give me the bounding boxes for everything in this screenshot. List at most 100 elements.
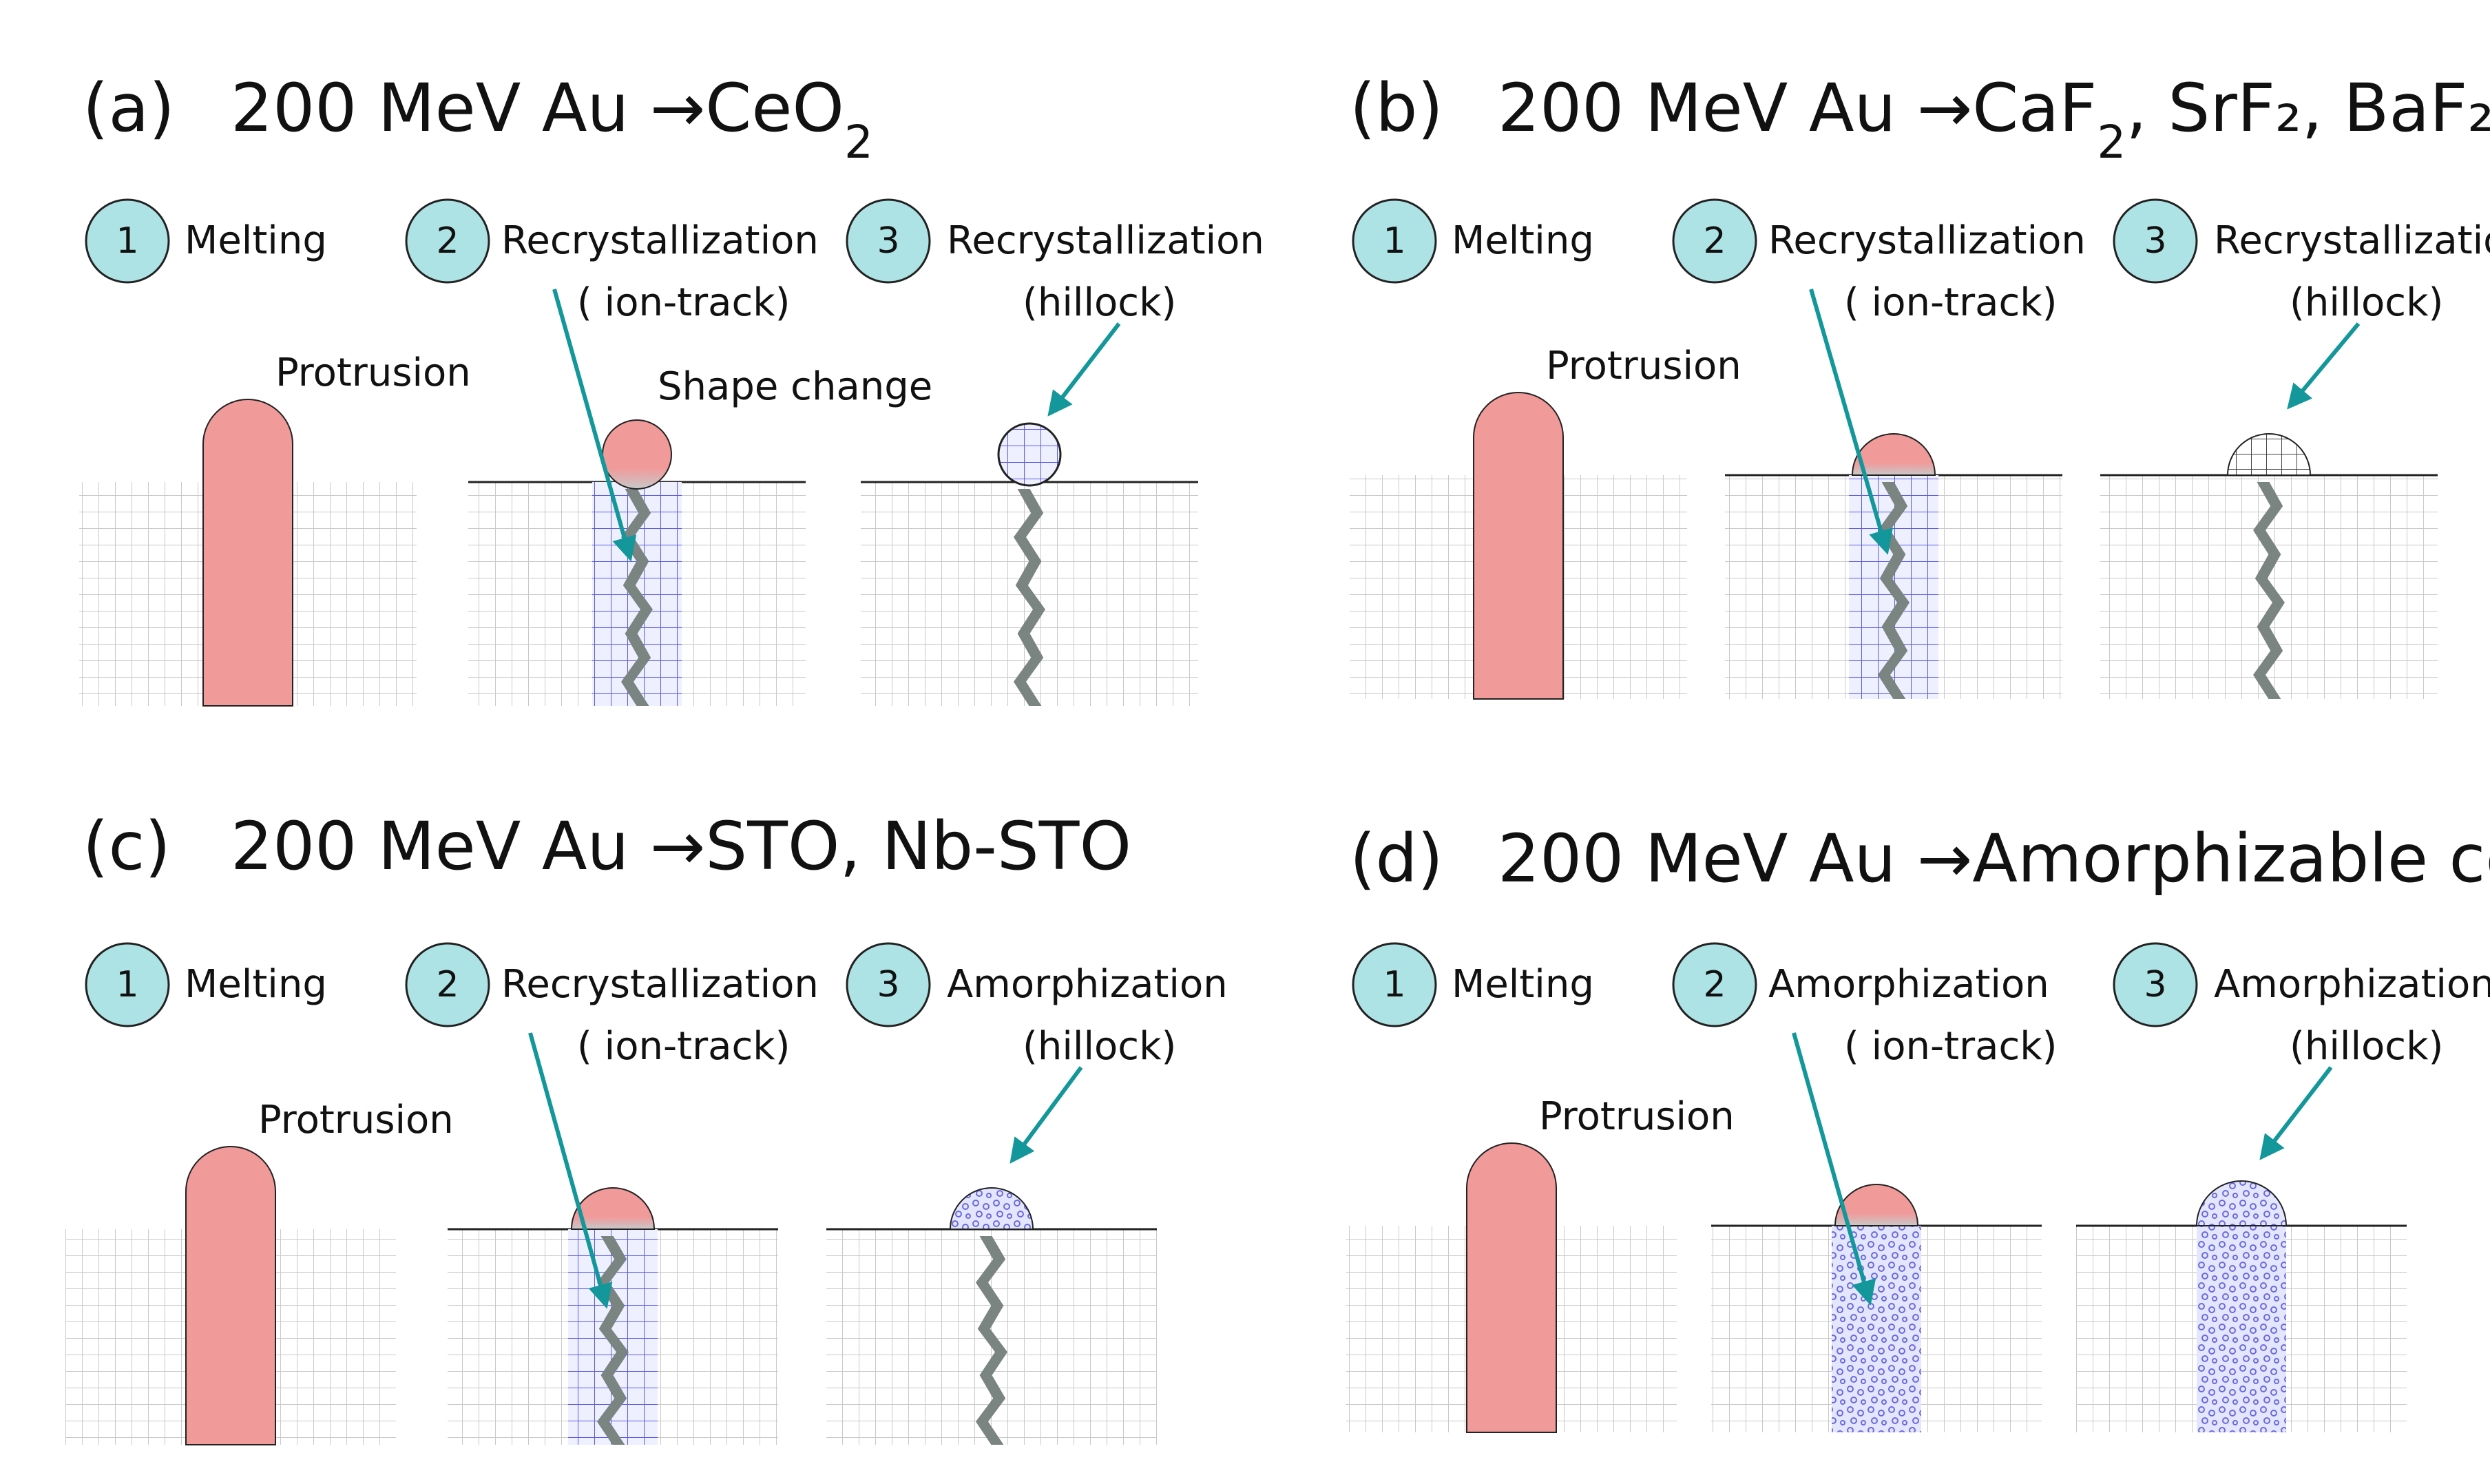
step-label: Recrystallization [1768,218,2086,263]
step-label: Recrystallization [501,962,819,1007]
protrusion-label: Protrusion [258,1098,454,1142]
block-1: Protrusion [1346,1094,1735,1433]
panel-b: (b) 200 MeV Au →CaF2, SrF₂, BaF₂ 1 Melting 2… [1350,70,2490,700]
hillock [997,422,1062,487]
step-badge [1672,942,1757,1027]
block-3 [2076,1180,2407,1432]
step-sublabel: (hillock) [1023,280,1176,325]
step-number: 3 [877,220,899,262]
arrow-ion-track [552,289,637,562]
melt-hillock [1851,433,1936,476]
melt-column [1466,1142,1557,1433]
block-1: Protrusion [1350,344,1741,700]
step-label: Recrystallization [501,218,819,263]
step-label: Melting [185,218,327,263]
step-label: Amorphization [947,962,1228,1007]
step-badge [846,198,931,284]
step-sublabel: (hillock) [2290,1024,2443,1069]
block-2: Shape change [468,364,932,706]
step-3: 3 Amorphization (hillock) [846,942,1228,1069]
step-number: 1 [1383,964,1405,1005]
step-label: Amorphization [1768,962,2049,1007]
arrow-hillock [2287,322,2361,410]
hillock [2226,433,2312,476]
step-label: Melting [1452,962,1594,1007]
ion-track-region [1832,1226,1921,1432]
arrow-hillock [1009,1066,1083,1164]
block-2 [448,1187,778,1445]
step-label: Recrystallization [2214,218,2490,263]
melt-hillock [1834,1184,1919,1226]
panel-letter-d: (d) [1350,820,1443,897]
block-3 [826,1187,1157,1445]
title-subscript: 2 [844,116,873,169]
melt-hillock [570,1187,656,1230]
title-tail: , SrF₂, BaF₂ [2126,70,2490,147]
shape-change-label: Shape change [658,364,932,409]
step-number: 3 [877,964,899,1005]
step-number: 3 [2144,220,2166,262]
step-sublabel: (hillock) [1023,1024,1176,1069]
step-number: 2 [1703,220,1726,262]
melt-column [185,1146,276,1445]
step-1: 1 Melting [1352,942,1594,1027]
protrusion-label: Protrusion [1539,1094,1735,1139]
panel-d: (d) 200 MeV Au →Amorphizable ceramics 1 Mel… [1346,820,2490,1433]
step-badge [1352,198,1437,284]
step-2: 2 Recrystallization ( ion-track) [1672,198,2086,325]
amorphous-track [2197,1226,2286,1432]
step-number: 1 [116,964,138,1005]
panel-title-b: 200 MeV Au →CaF2, SrF₂, BaF₂ [1498,70,2490,169]
protrusion-label: Protrusion [275,351,471,395]
block-2 [1725,433,2062,699]
step-badge [405,942,490,1027]
hillock [949,1187,1034,1230]
step-number: 2 [436,220,459,262]
arrow-ion-track [1792,1032,1876,1306]
block-1: Protrusion [65,1098,454,1445]
ion-track [2253,482,2285,699]
step-number: 3 [2144,964,2166,1005]
panel-letter-c: (c) [83,808,171,885]
step-badge [2113,198,2198,284]
title-subscript: 2 [2097,116,2126,169]
step-sublabel: ( ion-track) [1844,280,2058,325]
step-label: Amorphization [2214,962,2490,1007]
step-number: 2 [1703,964,1726,1005]
step-number: 2 [436,964,459,1005]
block-1: Protrusion [79,351,471,707]
step-badge [85,198,170,284]
step-badge [1352,942,1437,1027]
step-badge [405,198,490,284]
melt-droplet [602,419,672,490]
step-3: 3 Amorphization (hillock) [2113,942,2490,1069]
protrusion-label: Protrusion [1546,344,1741,388]
melt-column [202,399,293,707]
step-badge [846,942,931,1027]
step-3: 3 Recrystallization (hillock) [846,198,1264,325]
step-label: Recrystallization [947,218,1264,263]
step-number: 1 [1383,220,1405,262]
ion-track [976,1236,1007,1445]
panel-letter-a: (a) [83,70,175,147]
step-label: Melting [185,962,327,1007]
melt-column [1473,392,1564,700]
arrow-ion-track [1809,289,1893,555]
step-label: Melting [1452,218,1594,263]
hillock [2195,1180,2288,1226]
panel-title-a: 200 MeV Au →CeO2 [231,70,873,169]
panel-letter-b: (b) [1350,70,1443,147]
step-1: 1 Melting [1352,198,1594,284]
step-1: 1 Melting [85,942,327,1027]
block-2 [1711,1184,2042,1432]
panel-title-d: 200 MeV Au →Amorphizable ceramics [1498,820,2490,897]
ion-track [1014,489,1045,706]
